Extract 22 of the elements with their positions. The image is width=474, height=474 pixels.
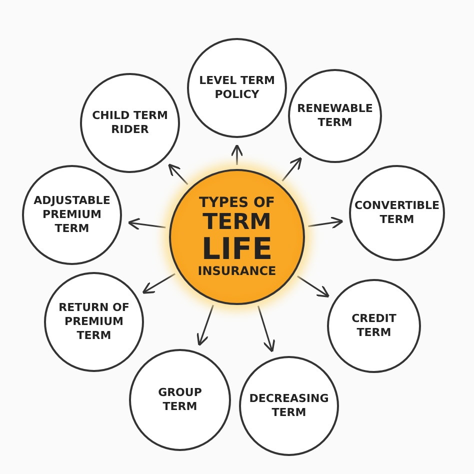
arrow: [168, 164, 188, 186]
topic-label: DECREASING TERM: [248, 392, 330, 420]
topic-label: GROUP TERM: [157, 386, 203, 414]
topic-label: LEVEL TERM POLICY: [198, 74, 276, 102]
arrow: [308, 216, 344, 230]
central-topic-circle: [169, 169, 305, 305]
topic-label: RETURN OF PREMIUM TERM: [58, 301, 130, 343]
topic-label: ADJUSTABLE PREMIUM TERM: [32, 194, 112, 236]
arrow: [230, 144, 244, 165]
central-title: INSURANCE: [198, 265, 276, 278]
arrow: [296, 276, 330, 298]
central-title: TERM: [202, 210, 272, 234]
arrow: [282, 156, 302, 182]
arrow: [142, 273, 176, 294]
central-title: TYPES OF: [199, 196, 275, 211]
topic-label: CHILD TERM RIDER: [91, 109, 169, 137]
topic-label: CREDIT TERM: [350, 312, 398, 340]
topic-label: RENEWABLE TERM: [296, 102, 374, 130]
topic-label: CONVERTIBLE TERM: [353, 199, 441, 227]
arrow: [127, 218, 166, 230]
central-title: LIFE: [201, 234, 273, 266]
arrow: [196, 304, 214, 346]
